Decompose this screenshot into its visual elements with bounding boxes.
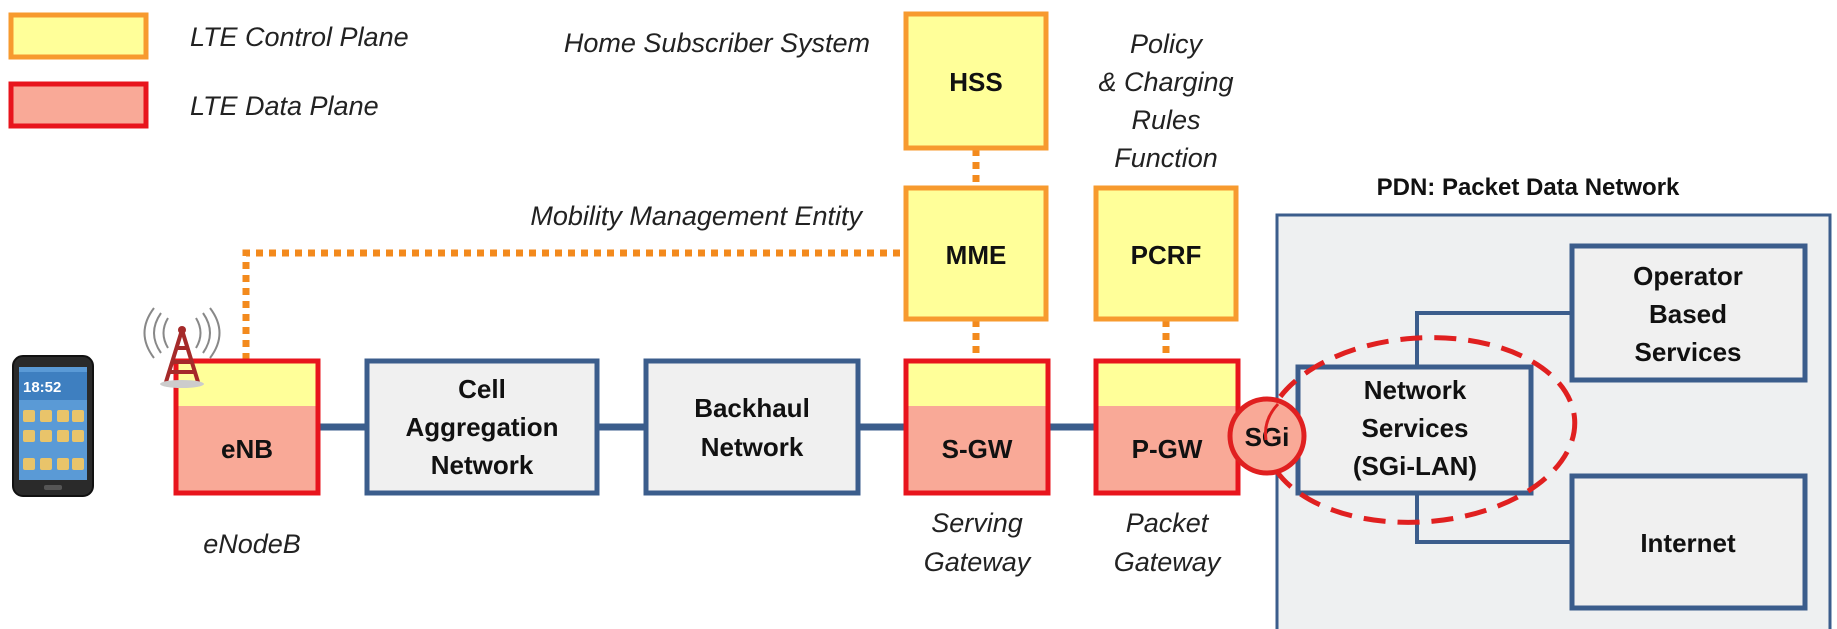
phone-home-button [44, 485, 62, 490]
pdn-links [1415, 311, 1572, 544]
legend-data-label: LTE Data Plane [190, 91, 379, 121]
link-ns-internet [1415, 493, 1572, 544]
pcrf-desc-line: & Charging [1098, 67, 1233, 97]
network-services-node: Network Services (SGi-LAN) [1295, 364, 1534, 496]
operator-services-line: Based [1649, 299, 1727, 329]
pcrf-description: Policy & Charging Rules Function [1098, 29, 1233, 173]
sgw-box [903, 358, 1051, 496]
sgw-node: S-GW [903, 358, 1051, 496]
legend-control-swatch [8, 12, 149, 60]
backhaul-node: Backhaul Network [643, 358, 861, 496]
pcrf-box [1093, 185, 1239, 322]
legend: LTE Control Plane LTE Data Plane [8, 12, 409, 129]
link-enb-mme [242, 249, 906, 360]
cell-aggregation-node: Cell Aggregation Network [364, 358, 600, 496]
pgw-node: P-GW [1093, 358, 1241, 496]
operator-services-node: Operator Based Services [1569, 243, 1808, 383]
internet-node: Internet [1569, 473, 1808, 611]
mme-node: MME [903, 185, 1049, 322]
cell-tower-icon [143, 307, 221, 388]
pgw-desc-line: Gateway [1114, 547, 1222, 577]
cell-aggregation-box [364, 358, 600, 496]
pdn-title: PDN: Packet Data Network [1377, 174, 1680, 201]
pgw-control-area [1096, 361, 1238, 406]
hss-node: HSS [903, 11, 1049, 151]
cell-aggregation-line: Aggregation [405, 412, 558, 442]
sgw-control-area [906, 361, 1048, 406]
hss-label: HSS [949, 67, 1002, 97]
pgw-label: P-GW [1132, 434, 1203, 464]
enb-box [173, 358, 321, 496]
network-services-line: (SGi-LAN) [1353, 451, 1477, 481]
cell-aggregation-line: Network [431, 450, 534, 480]
enb-label: eNB [221, 434, 273, 464]
network-services-line: Network [1364, 375, 1467, 405]
legend-data-swatch [8, 81, 149, 129]
mme-box [903, 185, 1049, 322]
internet-label: Internet [1640, 528, 1736, 558]
internet-box [1569, 473, 1808, 611]
phone-widget [19, 372, 87, 400]
phone-time: 18:52 [23, 379, 61, 396]
pcrf-label: PCRF [1131, 240, 1202, 270]
pcrf-desc-line: Policy [1130, 29, 1204, 59]
pgw-desc-line: Packet [1126, 508, 1210, 538]
sgw-desc-line: Gateway [924, 547, 1032, 577]
control-links [242, 149, 1170, 360]
cell-aggregation-line: Cell [458, 374, 506, 404]
mme-description: Mobility Management Entity [530, 201, 863, 231]
backhaul-line: Network [701, 432, 804, 462]
mme-label: MME [946, 240, 1007, 270]
pcrf-desc-line: Function [1114, 143, 1218, 173]
pcrf-desc-line: Rules [1131, 105, 1200, 135]
backhaul-box [643, 358, 861, 496]
hss-description: Home Subscriber System [564, 28, 870, 58]
sgi-marker: SGi [1227, 396, 1307, 476]
network-services-line: Services [1362, 413, 1469, 443]
sgw-desc-line: Serving [931, 508, 1023, 538]
operator-services-line: Services [1635, 337, 1742, 367]
sgw-label: S-GW [942, 434, 1013, 464]
backhaul-line: Backhaul [694, 393, 810, 423]
operator-services-box [1569, 243, 1808, 383]
link-ns-operator [1415, 311, 1572, 367]
legend-control-label: LTE Control Plane [190, 22, 409, 52]
smartphone-icon: 18:52 [12, 355, 94, 497]
hss-box [903, 11, 1049, 151]
phone-app-icons [23, 410, 84, 470]
operator-services-line: Operator [1633, 261, 1743, 291]
pcrf-node: PCRF [1093, 185, 1239, 322]
enb-description: eNodeB [203, 529, 301, 559]
network-services-box [1295, 364, 1534, 496]
sgi-mark [1264, 402, 1280, 441]
